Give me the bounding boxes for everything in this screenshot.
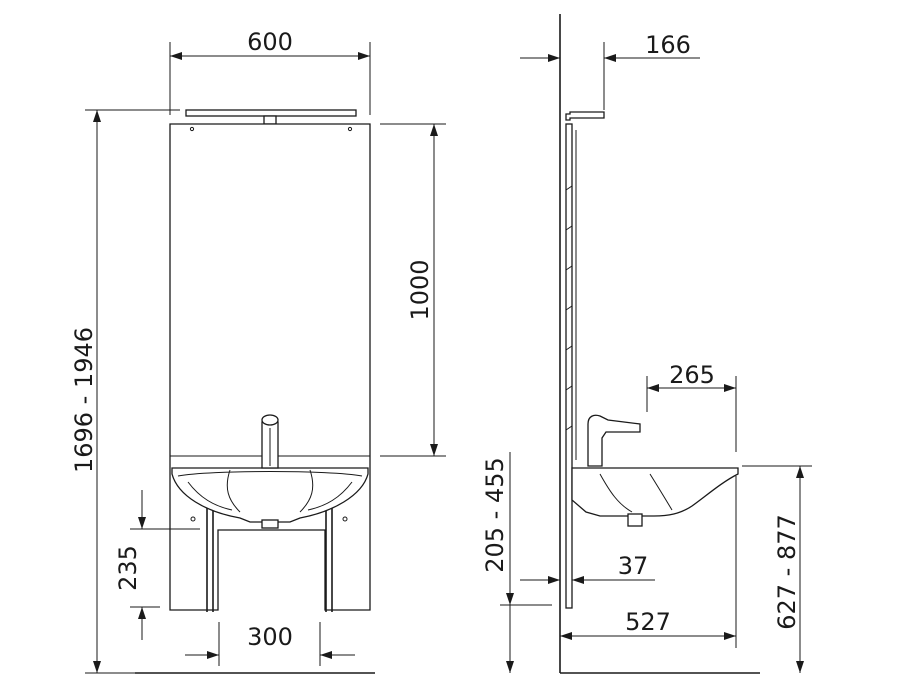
dim-600-label: 600 [247, 28, 293, 56]
dim-frame-label: 205 - 455 [481, 457, 509, 573]
side-view: 166 265 205 - 455 37 527 627 - 877 [481, 14, 812, 674]
dim-166-label: 166 [645, 31, 691, 59]
front-bolt-left [190, 516, 196, 522]
side-basin-contour-2 [649, 473, 673, 511]
dim-300-label: 300 [247, 623, 293, 651]
front-view: 600 1696 - 1946 1000 235 300 [70, 28, 446, 674]
dim-1000-label: 1000 [406, 259, 434, 320]
side-frame [565, 123, 573, 609]
dim-527-label: 527 [625, 608, 671, 636]
side-tap [587, 414, 641, 467]
front-screw-left [189, 126, 195, 132]
side-drain [627, 513, 643, 527]
front-basin-contour-4 [299, 469, 314, 513]
dim-265-label: 265 [669, 361, 715, 389]
side-lamp-arm [565, 111, 605, 121]
front-tap-handle [261, 414, 279, 426]
front-lamp-mount [263, 115, 277, 125]
dim-rim-label: 627 - 877 [773, 514, 801, 630]
front-bolt-right [342, 516, 348, 522]
front-lamp-bar [185, 109, 357, 117]
dim-height-label: 1696 - 1946 [70, 327, 98, 473]
front-basin-contour-1 [187, 481, 233, 511]
side-basin-contour-1 [599, 473, 633, 513]
side-basin [571, 467, 739, 517]
front-back-panel [169, 123, 371, 611]
front-basin-contour-2 [307, 481, 353, 511]
dim-235-label: 235 [114, 545, 142, 591]
front-screw-right [347, 126, 353, 132]
front-drain [261, 519, 279, 529]
front-basin [171, 467, 369, 523]
front-basin-contour-3 [226, 469, 241, 513]
front-basin-rim-curve [177, 471, 363, 477]
side-frame-rails [565, 185, 573, 431]
dim-37-label: 37 [618, 552, 649, 580]
